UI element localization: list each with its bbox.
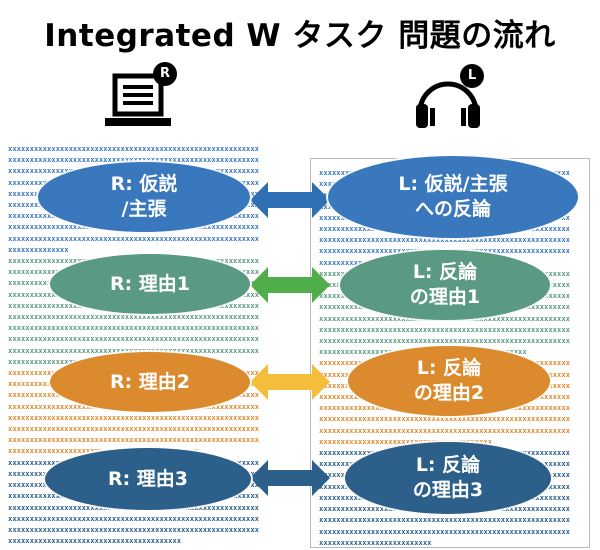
reading-badge: R [153, 62, 177, 86]
listening-counter-reason-2: L: 反論 の理由2 [348, 346, 550, 416]
listening-counter-reason-1: L: 反論 の理由1 [340, 250, 550, 320]
filler-line: xxxxxxxxxxxxxxxxxxxxxxxxxxxxxxxxxxxxxxxx… [8, 323, 259, 333]
filler-line: xxxxxxxxxx [319, 257, 363, 267]
filler-line: xxxxxxxxxxxxxxxxxxxxxxxxxxxxxxxxxxxxxxxx… [319, 526, 570, 536]
filler-line: xxxxxxxxxxxxxxxxxxxxxxxxxx [319, 537, 432, 547]
arrow-green [250, 267, 330, 303]
filler-line: xxxxxxxxxxxxxxxxxxxxxxxxxxxxxxxxxxxxxxxx [319, 436, 493, 446]
filler-line: xxxxxxxxxxxxxxxxxxxxxxxxxxxxxxxxxxxxxxxx… [8, 524, 259, 534]
filler-line: xxxxxxxxxxxxxxxxxxxxxxxxxxxxxxxxxxxxxxxx… [8, 312, 259, 322]
filler-line: xxxxxxxxxxxxxxxxxxxxxxxxxxxxxxxxxxxxxxxx… [8, 334, 259, 344]
filler-line: xxxxxxxxxxxxxxxxxxxxxxxxxxxxxxxxxxxxxxxx… [8, 345, 259, 355]
reading-claim: R: 仮説 /主張 [38, 162, 250, 232]
arrow-blue [250, 182, 330, 218]
filler-line: xxxxxxxxxxxxxx [8, 244, 69, 254]
filler-line: xxxxxxxxxxxxxxxxxxxxxxxxxxxxxxxxxxxxxxxx… [8, 233, 259, 243]
filler-line: xxxxxxxxxxxxxxxxxxxxxxxxxxxxxxxxxxxxxxxx… [8, 424, 259, 434]
reading-reason-2: R: 理由2 [50, 352, 250, 412]
filler-line: xxxxxxxxxxxxxxxxxxxxxxxxxxxxxxxxxxxxxxxx… [8, 144, 259, 153]
filler-line: xxxxxxxxxxxxxxxxxxxxxxxxxxxxxxxxxxxxxxxx… [319, 235, 570, 245]
listening-counter-reason-3: L: 反論 の理由3 [345, 442, 551, 514]
laptop-icon: R [103, 62, 183, 130]
filler-line: xxxxxxxxxxxxxxxxxxxxxxxxxxxxxxxxxxxxxxxx… [319, 324, 570, 334]
filler-line: xxxxxxxxxxxxxxxxxxxxxxxxxxxxxxxxxxxxxxxx [8, 536, 182, 546]
filler-line: xxxxxxxxxxxxxxxxxxxxxxxxxxxxxxxxxxxxxxxx… [319, 515, 570, 525]
reading-reason-3: R: 理由3 [45, 448, 251, 510]
filler-line: xxxxxxxxxxxxxxxxxxxxxxxxxxxxxxxxxxxxxxxx… [8, 412, 259, 422]
filler-line: xxxxxxxxxxxxxxxxxxxxxxxxxxxxxxxxxxxxxxxx… [8, 155, 259, 165]
filler-line: xxxxxxxxxxxxxxxxxxxxxxxxxxxxxxxxxxxxxxxx… [319, 336, 570, 346]
listening-badge: L [460, 64, 484, 88]
filler-line: xxxxxxxxxxxxxxxxxxxxxxxxxxxxxxxxxxxxxxxx… [8, 435, 259, 445]
arrow-navy [250, 460, 330, 496]
filler-line: xxxxxxxxxxxxxxxxxxxxxxxxxxxxxxxxxxxxxxxx… [319, 414, 570, 424]
filler-line: xxxxxxxxxxxxxxxxxxxxxxxxxxxxxxxxxxxxxxxx… [319, 425, 570, 435]
reading-reason-1: R: 理由1 [50, 254, 250, 314]
headphones-icon: L [410, 64, 490, 132]
listening-counter-claim: L: 仮説/主張 への反論 [328, 156, 578, 238]
arrow-yellow [250, 364, 330, 400]
filler-line: xxxxxxxxxxxxxxxxxxxxxxxxxxxxxxxxxxxxxxxx… [8, 513, 259, 523]
page-title: Integrated W タスク 問題の流れ [44, 18, 556, 54]
